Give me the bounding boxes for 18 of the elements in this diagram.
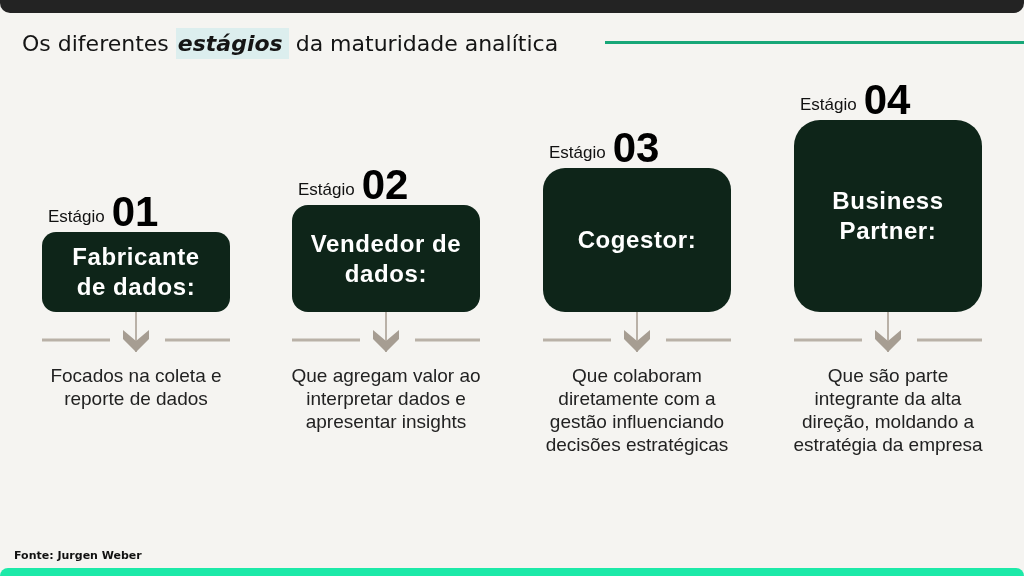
- stage-title: Business Partner:: [831, 186, 945, 246]
- description-text: Que são parte integrante da alta direção, moldando a estratégia da empresa: [788, 352, 988, 456]
- stage-number: 01: [111, 192, 159, 232]
- description-text: Que agregam valor ao interpretar dados e apresentar insights: [286, 352, 486, 433]
- stage-title: Vendedor de dados:: [309, 228, 463, 289]
- stage-title: Fabricante de dados:: [71, 242, 201, 302]
- stage-number: 03: [612, 128, 660, 168]
- stage-label: Estágio: [298, 180, 355, 201]
- title: Os diferentes estágios da maturidade analítica: [22, 29, 559, 59]
- source-note: Fonte: Jurgen Weber: [14, 549, 142, 562]
- stage-number: 02: [361, 165, 409, 205]
- stage-title: Cogestor:: [577, 225, 697, 255]
- description-text: Que colaboram diretamente com a gestão influenciando decisões estratégicas: [537, 352, 737, 456]
- description-text: Focados na coleta e reporte de dados: [36, 352, 236, 410]
- stage-number: 04: [863, 80, 911, 120]
- stage-label: Estágio: [549, 143, 606, 164]
- stage-label: Estágio: [48, 207, 105, 228]
- stage-label: Estágio: [800, 95, 857, 116]
